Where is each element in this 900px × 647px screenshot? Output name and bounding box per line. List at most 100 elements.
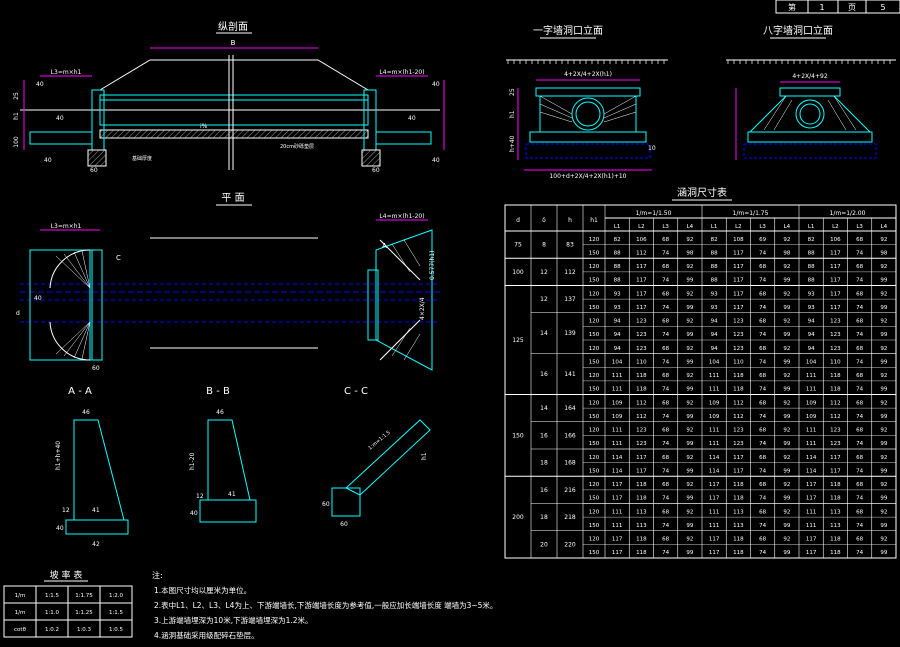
table-cell: 92 — [880, 428, 887, 434]
row-delta: 16 — [540, 371, 548, 378]
table-cell: 123 — [830, 332, 841, 338]
group-d: 100 — [512, 269, 524, 276]
elev-h25: 25 — [509, 88, 516, 96]
row-delta: 8 — [542, 242, 546, 249]
elev-splay-title: 八字墙洞口立面 — [763, 24, 833, 37]
table-cell: 94 — [808, 319, 815, 325]
table-cell: 74 — [759, 496, 766, 502]
table-cell: 92 — [783, 428, 790, 434]
table-cell: 68 — [759, 509, 766, 515]
table-cell: 92 — [880, 373, 887, 379]
table-cell: 68 — [662, 428, 669, 434]
table-cell: 109 — [709, 414, 720, 420]
plan-c-mark: C — [116, 254, 121, 262]
row-h: 164 — [564, 405, 576, 412]
table-cell: 109 — [806, 414, 817, 420]
table-cell: 120 — [589, 319, 600, 325]
subhdr-1: L2 — [638, 224, 645, 230]
table-cell: 68 — [856, 373, 863, 379]
table-cell: 94 — [614, 332, 621, 338]
table-cell: 68 — [856, 455, 863, 461]
slope-label: i% — [200, 123, 208, 130]
table-cell: 92 — [880, 291, 887, 297]
sec-bb-height: h1-20 — [189, 452, 196, 470]
table-cell: 74 — [662, 278, 669, 284]
table-cell: 112 — [733, 414, 744, 420]
table-cell: 99 — [686, 332, 693, 338]
dim-w40c: 40 — [432, 81, 440, 88]
table-cell: 74 — [856, 250, 863, 256]
table-cell: 120 — [589, 346, 600, 352]
table-cell: 111 — [612, 523, 623, 529]
table-cell: 150 — [589, 550, 600, 556]
table-cell: 117 — [830, 455, 841, 461]
slope-cell: 1:1.25 — [75, 610, 93, 616]
longitudinal-section: 纵剖面 B L3=m×h1 25 h1 100 40 40 — [13, 20, 445, 174]
table-cell: 118 — [636, 537, 647, 543]
table-cell: 74 — [759, 305, 766, 311]
subhdr-7: L4 — [784, 224, 791, 230]
gravel-label: 20cm砂砾垫层 — [280, 143, 314, 150]
table-cell: 123 — [733, 441, 744, 447]
table-cell: 111 — [709, 387, 720, 393]
table-cell: 88 — [711, 250, 718, 256]
table-cell: 120 — [589, 291, 600, 297]
table-cell: 74 — [759, 332, 766, 338]
table-cell: 74 — [759, 278, 766, 284]
table-cell: 94 — [808, 346, 815, 352]
table-cell: 99 — [686, 523, 693, 529]
table-cell: 88 — [614, 250, 621, 256]
group-d: 150 — [512, 432, 524, 439]
table-cell: 117 — [733, 305, 744, 311]
table-cell: 99 — [783, 550, 790, 556]
dim-w40b: 40 — [44, 157, 52, 164]
table-cell: 93 — [711, 305, 718, 311]
elev-h1: h1 — [509, 110, 516, 118]
table-cell: 111 — [806, 373, 817, 379]
table-cell: 120 — [589, 400, 600, 406]
table-cell: 117 — [709, 550, 720, 556]
table-cell: 99 — [686, 359, 693, 365]
table-cell: 68 — [662, 455, 669, 461]
table-cell: 113 — [830, 523, 841, 529]
section-bb: B - B 46 h1-20 12 41 40 — [189, 386, 257, 523]
slope-cell: 1:0.3 — [77, 627, 92, 633]
table-cell: 68 — [662, 373, 669, 379]
table-cell: 114 — [612, 455, 623, 461]
subhdr-8: L1 — [808, 224, 815, 230]
table-cell: 93 — [614, 305, 621, 311]
table-cell: 92 — [783, 482, 790, 488]
table-cell: 99 — [880, 496, 887, 502]
table-cell: 117 — [636, 305, 647, 311]
table-cell: 68 — [856, 428, 863, 434]
table-cell: 92 — [686, 455, 693, 461]
table-cell: 92 — [783, 346, 790, 352]
table-cell: 74 — [856, 332, 863, 338]
table-cell: 117 — [733, 250, 744, 256]
row-delta: 14 — [540, 330, 548, 337]
table-cell: 123 — [830, 346, 841, 352]
elev-h10: 10 — [648, 145, 656, 152]
table-cell: 120 — [589, 428, 600, 434]
table-cell: 150 — [589, 441, 600, 447]
table-cell: 117 — [830, 468, 841, 474]
table-cell: 69 — [759, 237, 766, 243]
group-d: 200 — [512, 514, 524, 521]
table-cell: 68 — [856, 319, 863, 325]
table-cell: 106 — [636, 237, 647, 243]
table-cell: 68 — [662, 291, 669, 297]
table-cell: 117 — [806, 496, 817, 502]
table-cell: 74 — [662, 359, 669, 365]
table-cell: 114 — [806, 455, 817, 461]
table-cell: 99 — [783, 387, 790, 393]
table-cell: 99 — [783, 414, 790, 420]
subhdr-3: L4 — [687, 224, 694, 230]
table-cell: 74 — [856, 414, 863, 420]
table-cell: 98 — [880, 250, 887, 256]
table-cell: 120 — [589, 482, 600, 488]
subhdr-5: L2 — [735, 224, 742, 230]
table-cell: 88 — [808, 250, 815, 256]
table-cell: 88 — [808, 264, 815, 270]
sec-aa-42: 42 — [92, 541, 100, 548]
